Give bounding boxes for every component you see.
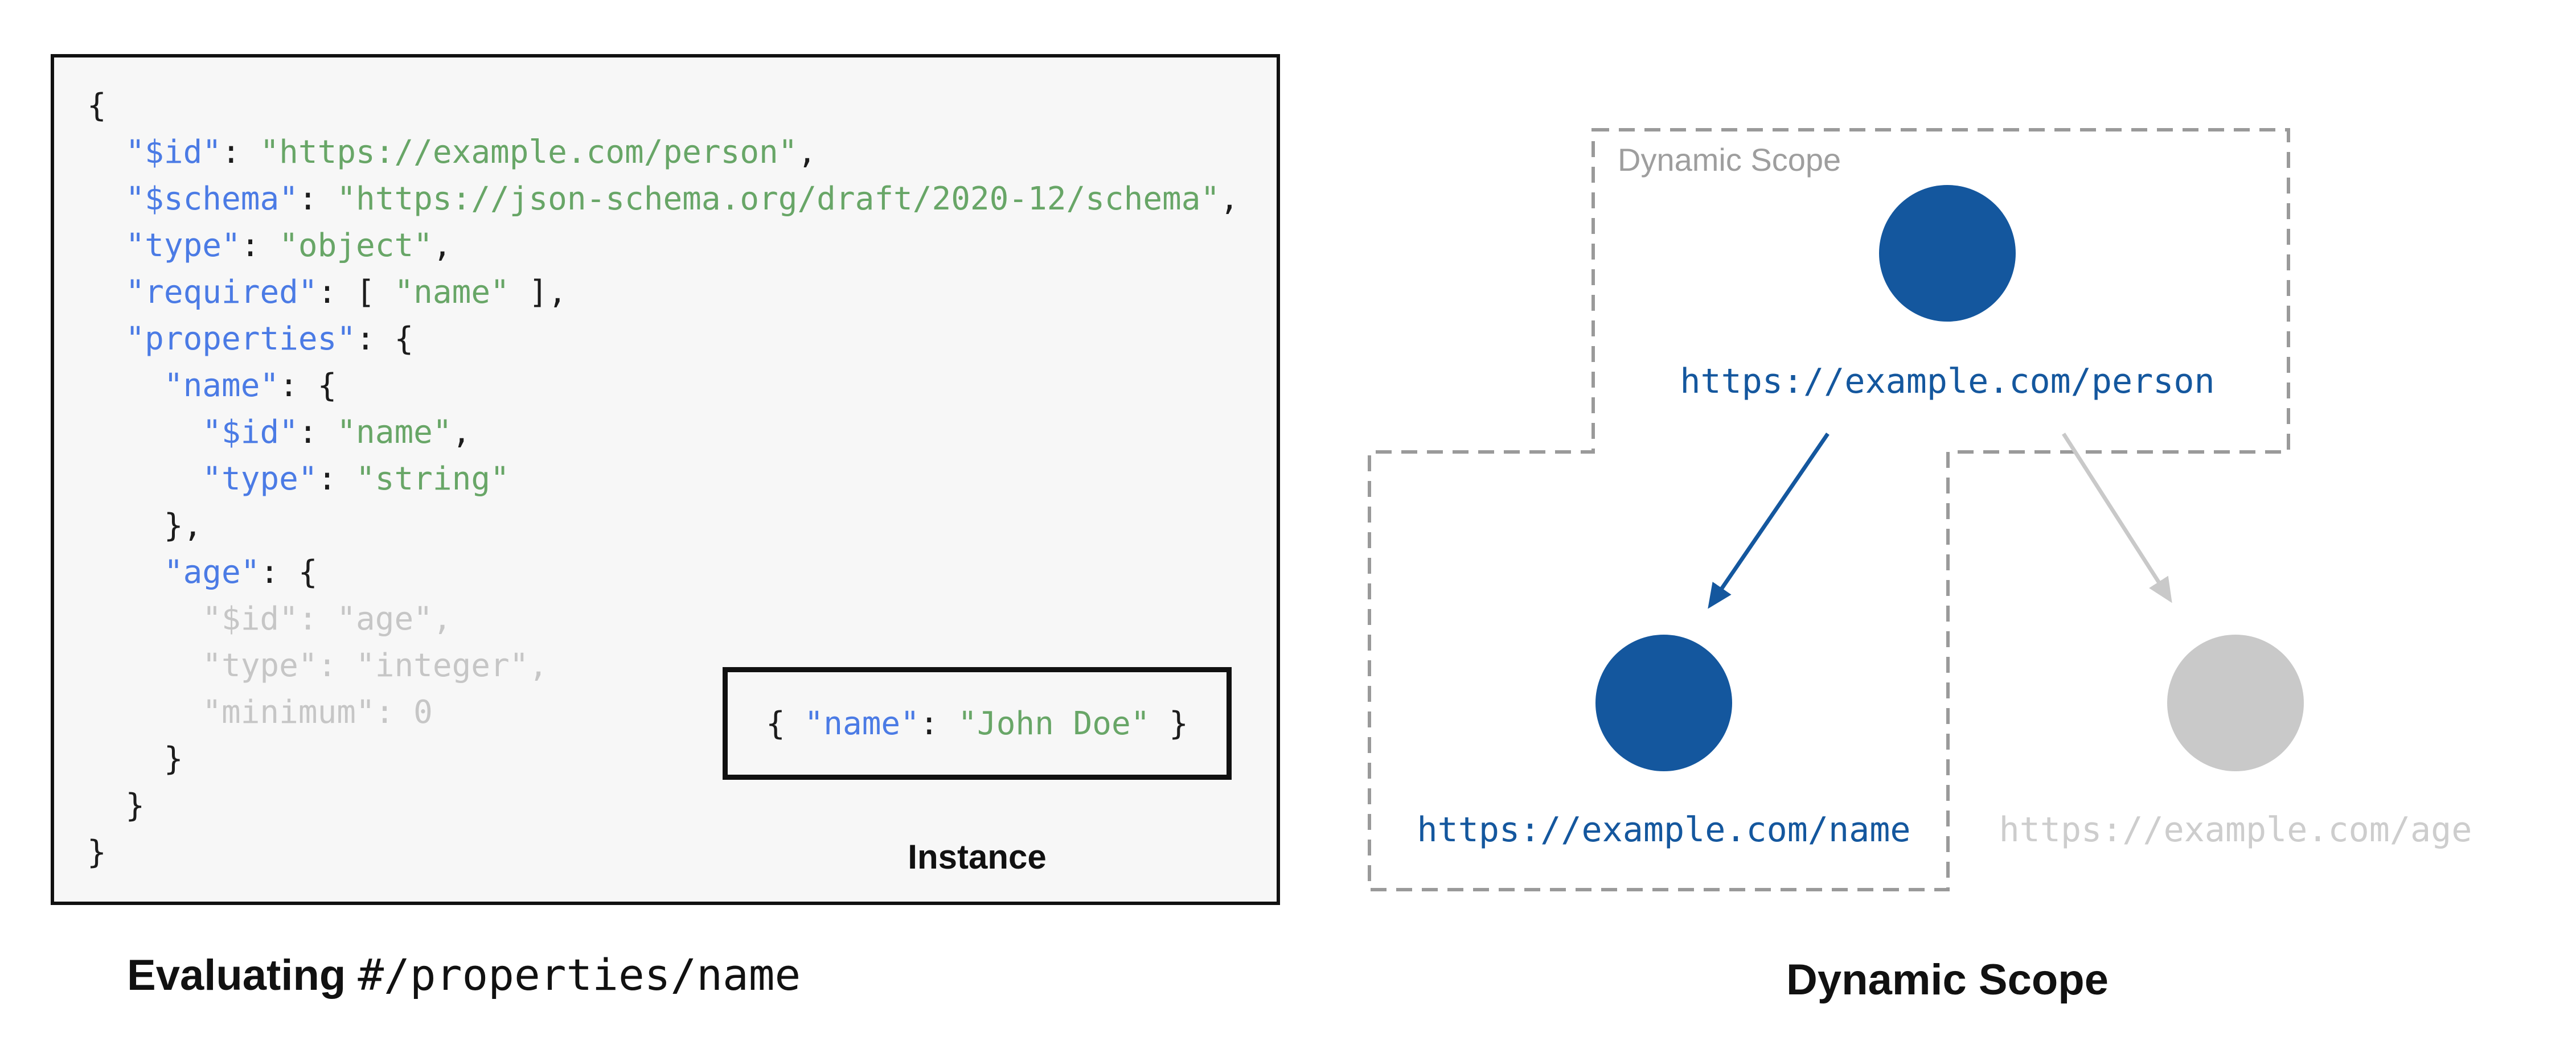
code-token: , [432, 227, 452, 264]
code-token: : [ [317, 274, 395, 311]
code-line: "name": { [87, 363, 1239, 409]
code-token: }, [87, 507, 203, 544]
code-token: : [240, 227, 280, 264]
code-token: : [221, 134, 260, 171]
dynamic-scope-box-label: Dynamic Scope [1618, 142, 1841, 178]
code-line: }, [87, 503, 1239, 549]
code-token: } [87, 741, 183, 778]
code-token: , [452, 414, 471, 451]
code-token: "age" [163, 554, 260, 591]
code-token: : { [260, 554, 318, 591]
code-token: "type": "integer", [87, 647, 548, 684]
code-token: "https://json-schema.org/draft/2020-12/s… [337, 180, 1220, 217]
dynamic-scope-outline [1368, 128, 2290, 891]
code-token: "minimum": 0 [87, 694, 433, 731]
code-line: } [87, 736, 1239, 783]
code-token: ], [509, 274, 567, 311]
code-token: "name" [163, 367, 280, 404]
node-person [1879, 185, 2016, 322]
instance-box: { "name": "John Doe" } [723, 667, 1232, 780]
code-line: "type": "integer", [87, 643, 1239, 689]
code-line: "age": { [87, 549, 1239, 596]
code-token: : [298, 180, 337, 217]
code-line: { [87, 83, 1239, 129]
code-token: } [87, 834, 106, 871]
code-token: } [1150, 705, 1188, 742]
code-token: "type" [202, 460, 318, 497]
code-token: "required" [125, 274, 318, 311]
code-token: : [317, 460, 356, 497]
schema-code: { "$id": "https://example.com/person", "… [87, 83, 1239, 876]
code-line: "$id": "name", [87, 409, 1239, 456]
code-token: "https://example.com/person" [260, 134, 798, 171]
code-token: : [919, 705, 958, 742]
edge-person-to-name [1708, 433, 1830, 609]
code-token: "type" [125, 227, 241, 264]
code-token: "name" [804, 705, 920, 742]
code-token: "John Doe" [958, 705, 1150, 742]
node-age-label: https://example.com/age [1999, 810, 2472, 850]
schema-code-panel: { "$id": "https://example.com/person", "… [51, 54, 1280, 905]
code-token: "object" [279, 227, 433, 264]
code-token: , [1220, 180, 1239, 217]
code-line: "$id": "https://example.com/person", [87, 129, 1239, 176]
node-name [1595, 635, 1732, 771]
node-person-label: https://example.com/person [1680, 361, 2214, 401]
code-token: "$id": "age", [87, 600, 452, 637]
code-line: "$id": "age", [87, 596, 1239, 643]
code-token: "$schema" [125, 180, 298, 217]
dynamic-scope-caption: Dynamic Scope [1786, 956, 2109, 1004]
code-token: "name" [394, 274, 510, 311]
evaluating-caption-pointer: #/properties/name [358, 949, 801, 1000]
code-token: "$id" [202, 414, 298, 451]
code-line: "$schema": "https://json-schema.org/draf… [87, 176, 1239, 223]
code-token: : { [356, 320, 414, 357]
code-token: "$id" [125, 134, 222, 171]
edge-person-to-age [2062, 433, 2172, 603]
instance-label: Instance [908, 838, 1047, 876]
code-line: } [87, 783, 1239, 829]
evaluating-caption: Evaluating #/properties/name [127, 949, 801, 1006]
code-line: } [87, 829, 1239, 876]
evaluating-caption-bold: Evaluating [127, 951, 358, 999]
node-age [2167, 635, 2304, 771]
code-line: "required": [ "name" ], [87, 269, 1239, 316]
code-token: "name" [337, 414, 452, 451]
code-token: } [87, 787, 145, 824]
code-token: { [87, 87, 106, 124]
code-token: : [298, 414, 337, 451]
code-line: "type": "object", [87, 223, 1239, 269]
code-line: "minimum": 0 [87, 689, 1239, 736]
instance-code: { "name": "John Doe" } [766, 705, 1188, 742]
code-line: "type": "string" [87, 456, 1239, 503]
code-token: , [797, 134, 817, 171]
code-token: "properties" [125, 320, 356, 357]
code-token: : { [279, 367, 337, 404]
code-line: "properties": { [87, 316, 1239, 363]
code-token: "string" [356, 460, 510, 497]
node-name-label: https://example.com/name [1417, 810, 1911, 850]
code-token: { [766, 705, 805, 742]
